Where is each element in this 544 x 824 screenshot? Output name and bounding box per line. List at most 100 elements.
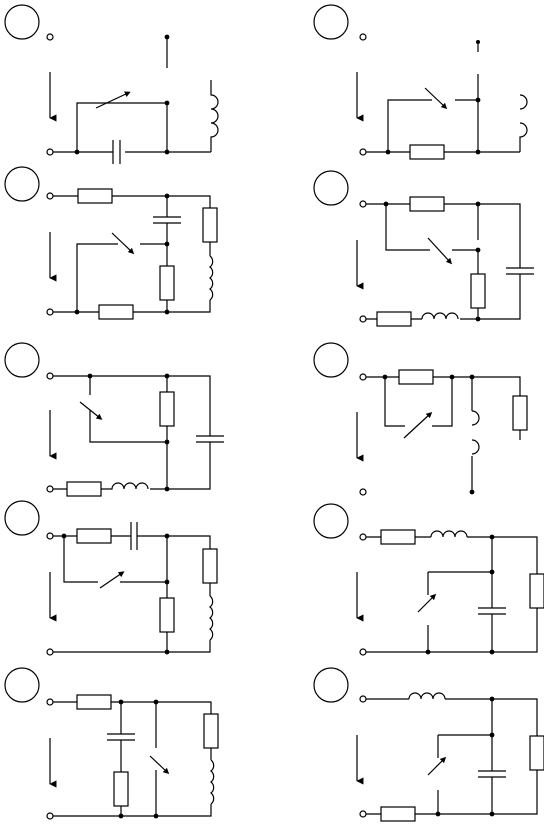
switch xyxy=(403,411,433,439)
switch xyxy=(79,401,103,420)
terminal-bottom xyxy=(46,485,54,493)
circuit-4-number-circle xyxy=(313,170,349,206)
terminal-bottom xyxy=(359,648,367,656)
terminal-bottom xyxy=(46,148,54,156)
circuit-5 xyxy=(4,342,224,497)
inductor xyxy=(430,530,468,538)
node xyxy=(475,201,481,207)
resistor xyxy=(380,806,416,822)
switch xyxy=(424,87,448,110)
circuit-4 xyxy=(313,170,534,327)
node xyxy=(164,579,170,585)
node xyxy=(489,811,495,817)
node xyxy=(118,813,124,819)
resistor xyxy=(409,144,445,160)
node xyxy=(164,533,170,539)
inductor xyxy=(408,692,446,700)
circuit-2-number-circle xyxy=(313,4,349,40)
circuit-3-number-circle xyxy=(4,166,40,202)
node xyxy=(164,241,170,247)
circuit-1 xyxy=(4,4,219,164)
node xyxy=(74,309,80,315)
node xyxy=(449,374,455,380)
node xyxy=(164,309,170,315)
resistor xyxy=(409,196,445,212)
circuit-10 xyxy=(313,667,544,822)
terminal-top xyxy=(46,372,54,380)
node xyxy=(489,569,495,575)
circuit-9 xyxy=(4,667,219,820)
node xyxy=(153,813,159,819)
terminal-bottom xyxy=(46,648,54,656)
node xyxy=(435,811,441,817)
circuit-9-number-circle xyxy=(4,667,40,703)
node xyxy=(425,649,431,655)
terminal-bottom xyxy=(359,488,367,496)
terminal-bottom xyxy=(359,148,367,156)
node xyxy=(164,373,170,379)
node xyxy=(164,486,170,492)
node xyxy=(475,149,481,155)
resistor xyxy=(76,528,112,544)
node xyxy=(489,696,495,702)
switch xyxy=(149,755,170,775)
node xyxy=(475,97,481,103)
wire xyxy=(366,536,538,653)
node xyxy=(164,649,170,655)
node xyxy=(489,649,495,655)
node xyxy=(475,316,481,322)
inductor xyxy=(209,255,214,301)
switch xyxy=(111,232,135,255)
switch xyxy=(427,237,453,265)
terminal-top xyxy=(46,532,54,540)
circuit-3 xyxy=(4,166,218,320)
wire xyxy=(366,376,521,492)
node xyxy=(164,439,170,445)
inductor xyxy=(471,410,480,455)
circuit-5-number-circle xyxy=(4,342,40,378)
resistor xyxy=(512,395,528,431)
terminal-bottom xyxy=(359,315,367,323)
terminal-top xyxy=(359,533,367,541)
node xyxy=(475,247,481,253)
terminal-top xyxy=(359,200,367,208)
resistor xyxy=(113,771,129,807)
terminal-top xyxy=(359,33,367,41)
wire xyxy=(366,203,521,320)
node xyxy=(153,699,159,705)
resistor xyxy=(159,391,175,427)
resistor xyxy=(529,573,544,609)
terminal-bottom xyxy=(46,308,54,316)
switch xyxy=(99,571,125,589)
resistor xyxy=(98,304,134,320)
circuit-1-number-circle xyxy=(4,4,40,40)
node xyxy=(61,533,67,539)
wire xyxy=(53,701,212,817)
circuit-6 xyxy=(313,342,528,496)
node xyxy=(87,373,93,379)
inductor xyxy=(421,312,459,320)
inductor xyxy=(519,94,528,152)
wire xyxy=(53,375,211,490)
resistor xyxy=(159,265,175,301)
resistor xyxy=(66,481,102,497)
resistor xyxy=(203,713,219,749)
terminal-top xyxy=(359,373,367,381)
node xyxy=(164,100,170,106)
node xyxy=(469,374,475,380)
terminal-top xyxy=(46,698,54,706)
resistor xyxy=(202,207,218,243)
node xyxy=(489,732,495,738)
wire xyxy=(53,535,211,653)
resistor xyxy=(77,188,113,204)
terminal-bottom xyxy=(46,812,54,820)
terminal-top xyxy=(359,695,367,703)
node xyxy=(382,374,388,380)
node xyxy=(164,149,170,155)
node xyxy=(118,699,124,705)
resistor xyxy=(529,735,544,771)
terminal-bottom xyxy=(359,810,367,818)
circuit-8 xyxy=(313,503,544,656)
resistor xyxy=(76,694,112,710)
